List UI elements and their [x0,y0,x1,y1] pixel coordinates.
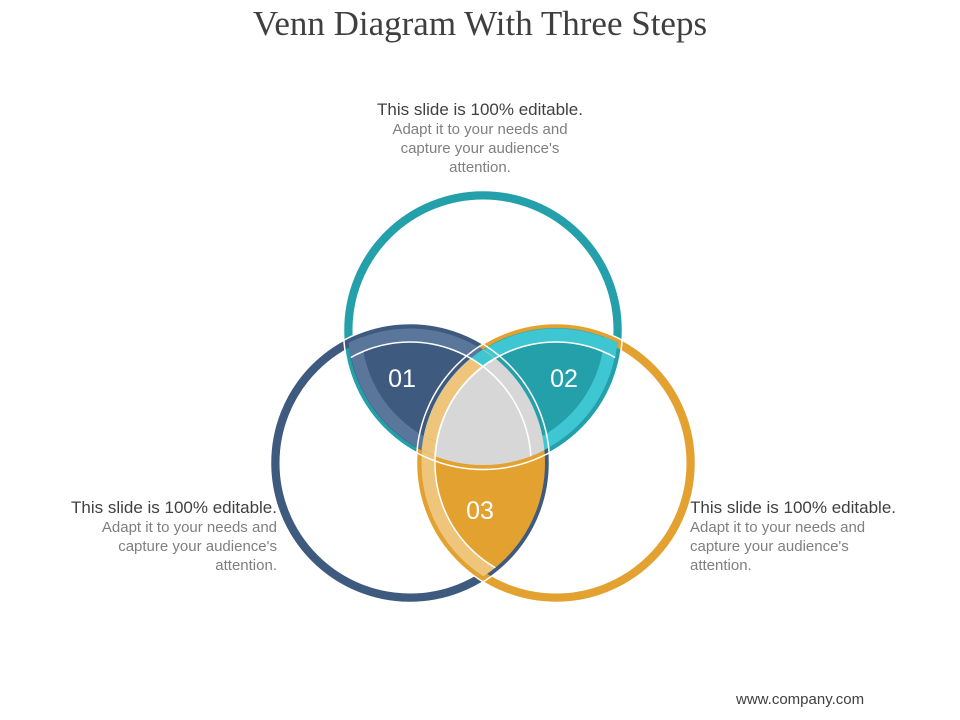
text-block-right-body: Adapt it to your needs and capture your … [690,519,866,574]
border-arc-right-in-left [421,328,545,598]
text-block-right-heading: This slide is 100% editable. [690,498,897,517]
text-block-top-heading: This slide is 100% editable. [376,100,583,119]
text-block-right: This slide is 100% editable. Adapt it to… [690,498,960,575]
text-block-left-body: Adapt it to your needs and capture your … [101,519,277,574]
step-number-02: 02 [550,365,578,393]
step-number-03: 03 [466,497,494,525]
text-block-left-heading: This slide is 100% editable. [70,498,277,517]
text-block-top-body: Adapt it to your needs and capture your … [392,121,568,176]
text-block-left: This slide is 100% editable. Adapt it to… [0,498,277,575]
text-block-top: This slide is 100% editable. Adapt it to… [330,100,630,177]
slide-title: Venn Diagram With Three Steps [252,4,708,43]
footer-url: www.company.com [736,691,865,708]
step-number-01: 01 [388,365,416,393]
region-center-top [434,341,545,465]
